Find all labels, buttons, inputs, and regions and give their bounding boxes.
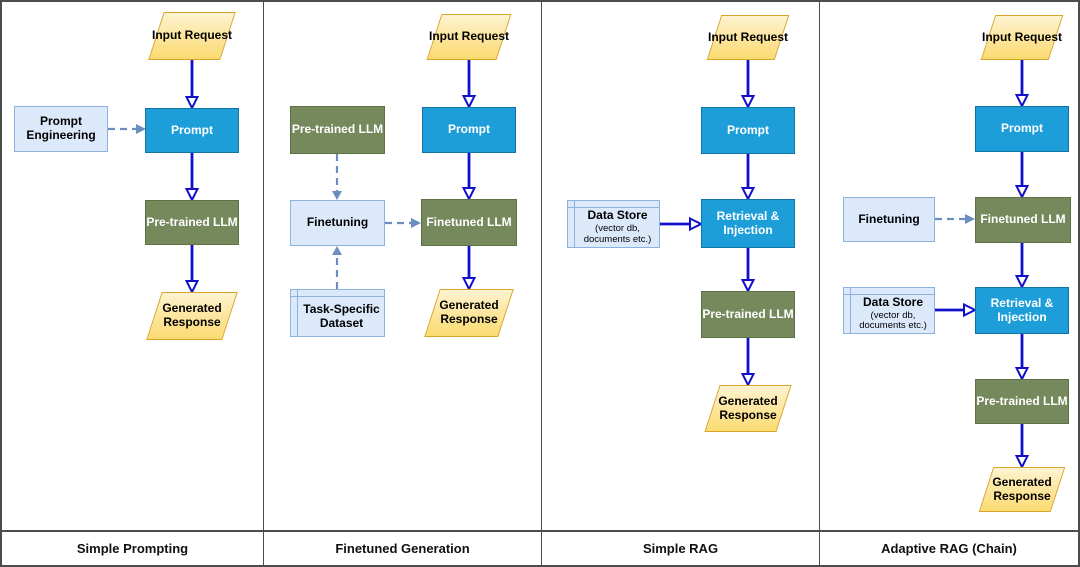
arrowhead-pretrained-to-finetuning: [332, 191, 342, 200]
node-retrieval-injection: Retrieval & Injection: [701, 199, 795, 248]
panel-simple-prompting: Input Request Prompt Engineering Prompt …: [2, 2, 264, 530]
node-label: Generated Response: [992, 474, 1052, 503]
footer-label-simple-prompting: Simple Prompting: [2, 532, 264, 565]
node-label: Prompt: [448, 122, 490, 137]
node-label: Pre-trained LLM: [146, 214, 238, 229]
footer-label-finetuned-generation: Finetuned Generation: [264, 532, 542, 565]
arrowhead-input-to-prompt: [461, 95, 477, 110]
node-label: Finetuned LLM: [426, 214, 512, 229]
arrowhead-llm-to-output: [1014, 455, 1030, 470]
panel-finetuned-generation: Input Request Pre-trained LLM Prompt Fin…: [264, 2, 542, 530]
node-generated-response: Generated Response: [424, 289, 514, 337]
node-label: Finetuned LLM: [980, 212, 1066, 227]
node-prompt: Prompt: [975, 106, 1069, 152]
node-label: Generated Response: [439, 298, 499, 326]
panels-row: Input Request Prompt Engineering Prompt …: [2, 2, 1078, 530]
node-label: Data Store: [587, 208, 648, 223]
arrowhead-retrieval-to-llm: [1014, 367, 1030, 382]
node-sublabel: (vector db, documents etc.): [583, 223, 652, 245]
node-label: Prompt Engineering: [26, 114, 96, 142]
node-input-request: Input Request: [980, 15, 1064, 60]
node-prompt: Prompt: [145, 108, 239, 153]
node-label: Retrieval & Injection: [716, 208, 780, 237]
node-pretrained-llm: Pre-trained LLM: [975, 379, 1069, 424]
node-finetuned-llm: Finetuned LLM: [421, 199, 517, 246]
node-generated-response: Generated Response: [978, 467, 1066, 512]
node-input-request: Input Request: [426, 14, 512, 60]
arrowhead-input-to-prompt: [184, 96, 200, 111]
panel-simple-rag: Input Request Prompt Data Store (vector …: [542, 2, 820, 530]
panel2-arrows: [332, 60, 477, 292]
footer-title-band: Simple Prompting Finetuned Generation Si…: [2, 530, 1078, 565]
node-label: Generated Response: [162, 301, 222, 329]
panel1-arrows: [108, 60, 200, 295]
footer-label-adaptive-rag-chain: Adaptive RAG (Chain): [881, 541, 1017, 556]
arrowhead-input-to-prompt: [740, 95, 756, 110]
node-data-store: Data Store (vector db, documents etc.): [843, 287, 935, 334]
node-label: Retrieval & Injection: [990, 295, 1054, 324]
node-label: Input Request: [429, 29, 509, 44]
arrowhead-prompt-to-finetuned: [1014, 185, 1030, 200]
node-generated-response: Generated Response: [704, 385, 792, 432]
node-pretrained-llm: Pre-trained LLM: [701, 291, 795, 338]
node-label: Prompt: [727, 122, 769, 137]
node-retrieval-injection: Retrieval & Injection: [975, 287, 1069, 334]
arrowhead-llm-to-output: [740, 373, 756, 388]
node-label: Task-Specific Dataset: [303, 301, 380, 330]
node-pretrained-llm: Pre-trained LLM: [290, 106, 385, 154]
arrowhead-datastore-to-retrieval: [963, 302, 978, 318]
arrowhead-finetuned-to-output: [461, 277, 477, 292]
arrowhead-prompt-to-llm: [184, 188, 200, 203]
arrowhead-engineering-to-prompt: [136, 124, 146, 134]
arrowhead-finetuned-to-retrieval: [1014, 275, 1030, 290]
panel3-arrows: [660, 60, 756, 388]
arrowhead-finetuning-to-finetuned: [965, 214, 975, 224]
arrowhead-llm-to-output: [184, 280, 200, 295]
node-label: Prompt: [1001, 121, 1043, 136]
arrowhead-dataset-to-finetuning: [332, 246, 342, 255]
node-sublabel: (vector db, documents etc.): [859, 309, 927, 332]
node-input-request: Input Request: [148, 12, 236, 60]
node-label: Data Store: [862, 294, 924, 309]
node-pretrained-llm: Pre-trained LLM: [145, 200, 239, 245]
node-input-request: Input Request: [706, 15, 790, 60]
node-finetuned-llm: Finetuned LLM: [975, 197, 1071, 243]
node-label: Generated Response: [718, 393, 778, 422]
footer-label-simple-rag: Simple RAG: [542, 532, 820, 565]
arrowhead-prompt-to-finetuned: [461, 187, 477, 202]
arrowhead-datastore-to-retrieval: [689, 216, 704, 232]
node-task-specific-dataset: Task-Specific Dataset: [290, 289, 385, 337]
node-prompt-engineering: Prompt Engineering: [14, 106, 108, 152]
arrowhead-retrieval-to-llm: [740, 279, 756, 294]
node-label: Input Request: [982, 29, 1062, 44]
node-label: Finetuning: [306, 215, 369, 230]
node-prompt: Prompt: [422, 107, 516, 153]
panel4-arrows: [935, 60, 1030, 470]
arrowhead-prompt-to-retrieval: [740, 187, 756, 202]
panel-adaptive-rag-chain: Input Request Prompt Finetuning Finetune…: [820, 2, 1078, 530]
node-label: Finetuning: [858, 211, 920, 226]
node-label: Prompt: [171, 122, 213, 137]
node-finetuning: Finetuning: [843, 197, 935, 242]
node-finetuning: Finetuning: [290, 200, 385, 246]
node-data-store: Data Store (vector db, documents etc.): [567, 200, 660, 248]
node-label: Input Request: [708, 29, 788, 44]
arrowhead-input-to-prompt: [1014, 94, 1030, 109]
arrowhead-finetuning-to-finetuned: [411, 218, 421, 228]
node-label: Pre-trained LLM: [702, 306, 794, 321]
node-generated-response: Generated Response: [146, 292, 238, 340]
node-label: Input Request: [152, 28, 232, 43]
node-prompt: Prompt: [701, 107, 795, 154]
node-label: Pre-trained LLM: [976, 393, 1068, 408]
node-label: Pre-trained LLM: [291, 122, 384, 137]
